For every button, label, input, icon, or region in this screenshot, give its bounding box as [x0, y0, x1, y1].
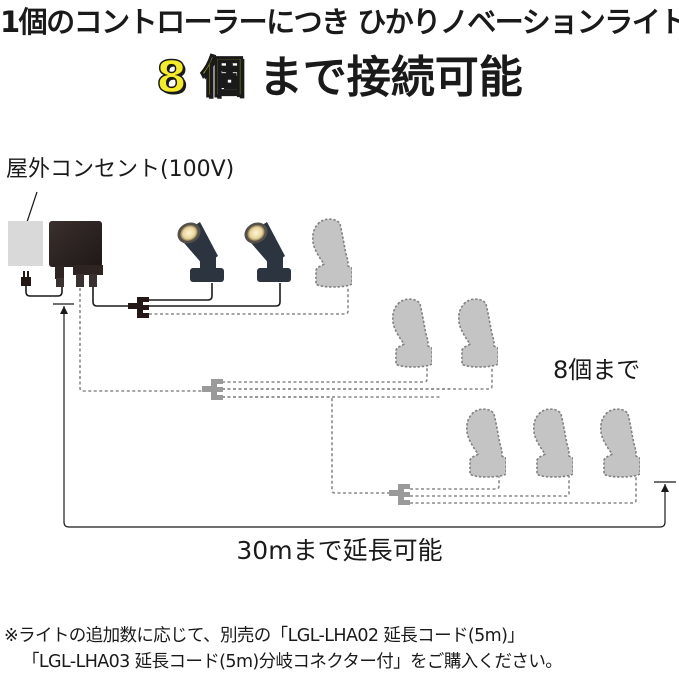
- highlight-number: 8: [155, 51, 187, 104]
- highlight-unit: 個: [200, 51, 246, 104]
- max-lights-label: 8個まで: [553, 356, 641, 384]
- footnote-line-1: ※ライトの追加数に応じて、別売の「LGL-LHA02 延長コード(5m)」: [4, 626, 525, 646]
- outlet-label: 屋外コンセント(100V): [6, 157, 235, 182]
- footnote: ※ライトの追加数に応じて、別売の「LGL-LHA02 延長コード(5m)」 「L…: [4, 623, 563, 675]
- extension-length-indicator: [53, 303, 676, 528]
- splitter-connector-optional-2: [389, 484, 410, 505]
- power-plug-icon: [21, 271, 31, 286]
- optional-light-2: [392, 298, 432, 368]
- spotlight-2: [244, 222, 291, 282]
- splitter-connector-optional-1: [202, 379, 223, 400]
- spotlight-1: [177, 222, 224, 282]
- subtitle: 1個のコントローラーにつき ひかりノベーションライト: [0, 5, 679, 39]
- outlet-box: [8, 221, 43, 266]
- arrow-up-icon: [661, 484, 669, 492]
- title-rest: まで接続可能: [258, 52, 523, 103]
- extension-label: 30mまで延長可能: [236, 536, 443, 565]
- optional-light-3: [458, 298, 498, 368]
- optional-light-5: [533, 408, 573, 478]
- outlet-callout-line: [26, 191, 38, 223]
- footnote-line-2: 「LGL-LHA03 延長コード(5m)分岐コネクター付」をご購入ください。: [22, 652, 563, 672]
- optional-light-6: [600, 408, 640, 478]
- optional-light-4: [466, 408, 506, 478]
- arrow-up-icon: [60, 306, 68, 314]
- optional-light-1: [312, 218, 352, 288]
- optional-cables: [79, 287, 637, 504]
- controller-box: [49, 221, 103, 287]
- splitter-connector-active: [128, 297, 149, 318]
